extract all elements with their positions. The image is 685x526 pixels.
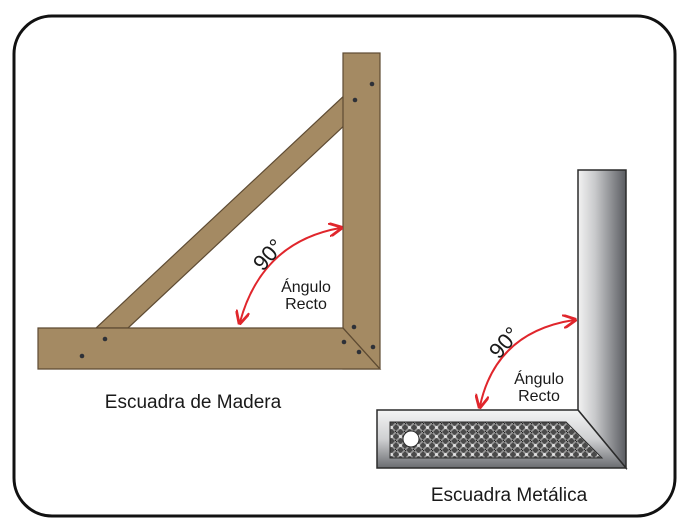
metal-knurled-grip (389, 421, 604, 459)
wooden-angle-name-line1: Ángulo (281, 277, 331, 296)
wooden-angle-arrow (240, 228, 340, 322)
metal-hole (402, 430, 420, 448)
wooden-post (342, 52, 381, 370)
metal-angle-name-line2: Recto (518, 388, 560, 405)
wooden-square-caption: Escuadra de Madera (105, 392, 282, 413)
metal-angle-name-line1: Ángulo (514, 369, 564, 388)
wooden-angle-name-line2: Recto (285, 296, 327, 313)
wooden-base (37, 327, 382, 370)
metal-angle-arrow (480, 320, 574, 406)
metal-square-caption: Escuadra Metálica (431, 485, 588, 506)
metal-square: 90° Ángulo Recto Escuadra Metálica (376, 169, 628, 506)
wooden-square: 90° Ángulo Recto Escuadra de Madera (37, 52, 382, 413)
wooden-nails (79, 81, 376, 359)
